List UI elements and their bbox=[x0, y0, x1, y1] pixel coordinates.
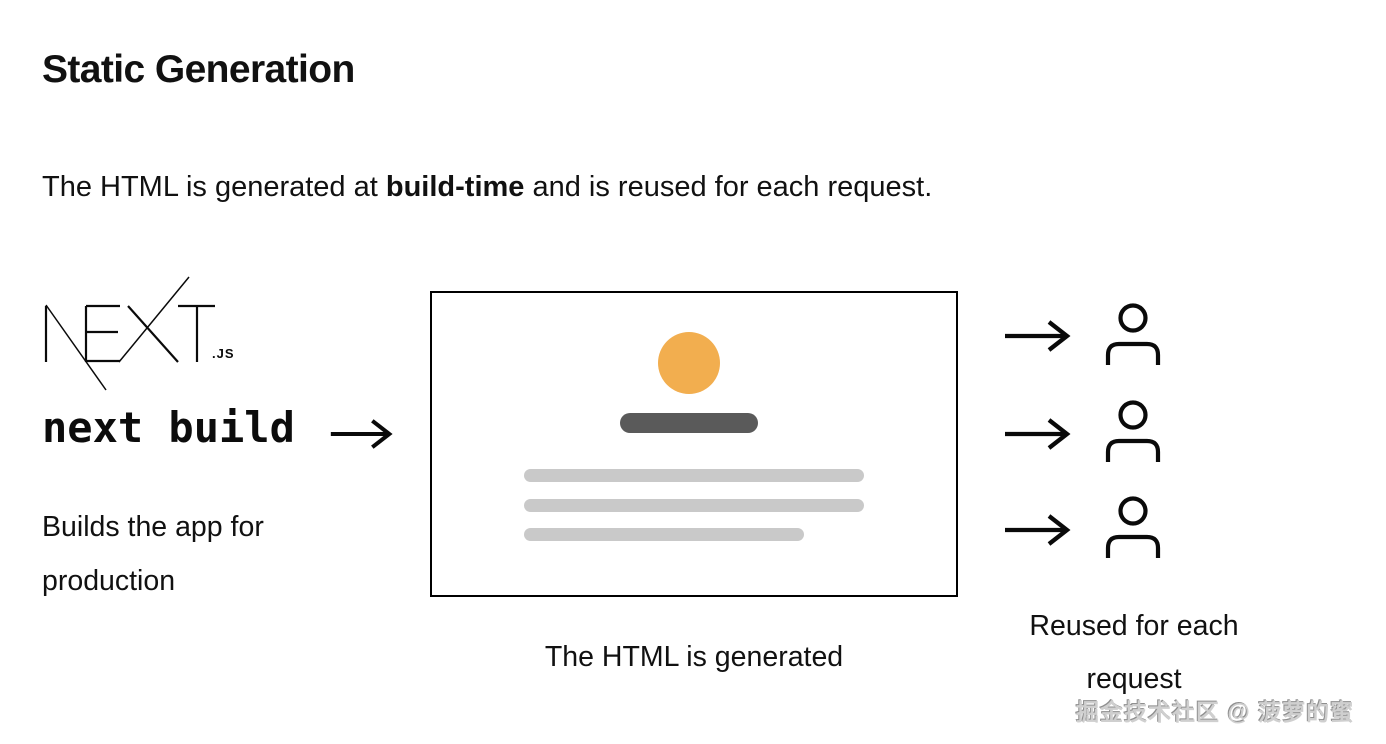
orange-circle-shape bbox=[658, 332, 720, 394]
build-caption: Builds the app for production bbox=[42, 511, 264, 597]
subtitle-suffix: and is reused for each request. bbox=[524, 171, 933, 203]
user-icon bbox=[1105, 496, 1161, 558]
user-icon bbox=[1105, 400, 1161, 462]
arrow-right-icon bbox=[1005, 418, 1071, 450]
text-line-bar-3 bbox=[524, 528, 804, 541]
page-title: Static Generation bbox=[42, 48, 355, 91]
subtitle-bold-term: build-time bbox=[385, 171, 525, 203]
logo-x-diagonal-long bbox=[118, 276, 190, 363]
logo-x-diagonal-short bbox=[127, 305, 179, 363]
arrow-right-icon bbox=[330, 419, 393, 449]
subtitle-prefix: The HTML is generated at bbox=[42, 171, 386, 203]
logo-n-diagonal bbox=[45, 304, 107, 391]
dark-heading-bar bbox=[620, 413, 758, 433]
text-line-bar-1 bbox=[524, 469, 864, 482]
logo-js-suffix: .JS bbox=[212, 346, 235, 361]
nextjs-logo-icon: .JS bbox=[44, 276, 235, 391]
text-line-bar-2 bbox=[524, 499, 864, 512]
generated-page-box bbox=[430, 291, 958, 597]
generated-page-caption: The HTML is generated bbox=[544, 641, 844, 673]
build-command: next build bbox=[42, 403, 295, 452]
arrow-right-icon bbox=[1005, 514, 1071, 546]
reused-requests-caption: Reused for each request bbox=[1029, 610, 1239, 695]
watermark: 掘金技术社区 @ 菠萝的蜜 bbox=[1076, 699, 1355, 725]
user-icon bbox=[1105, 303, 1161, 365]
subtitle: The HTML is generated at build-time and … bbox=[42, 168, 932, 206]
arrow-right-icon bbox=[1005, 320, 1071, 352]
